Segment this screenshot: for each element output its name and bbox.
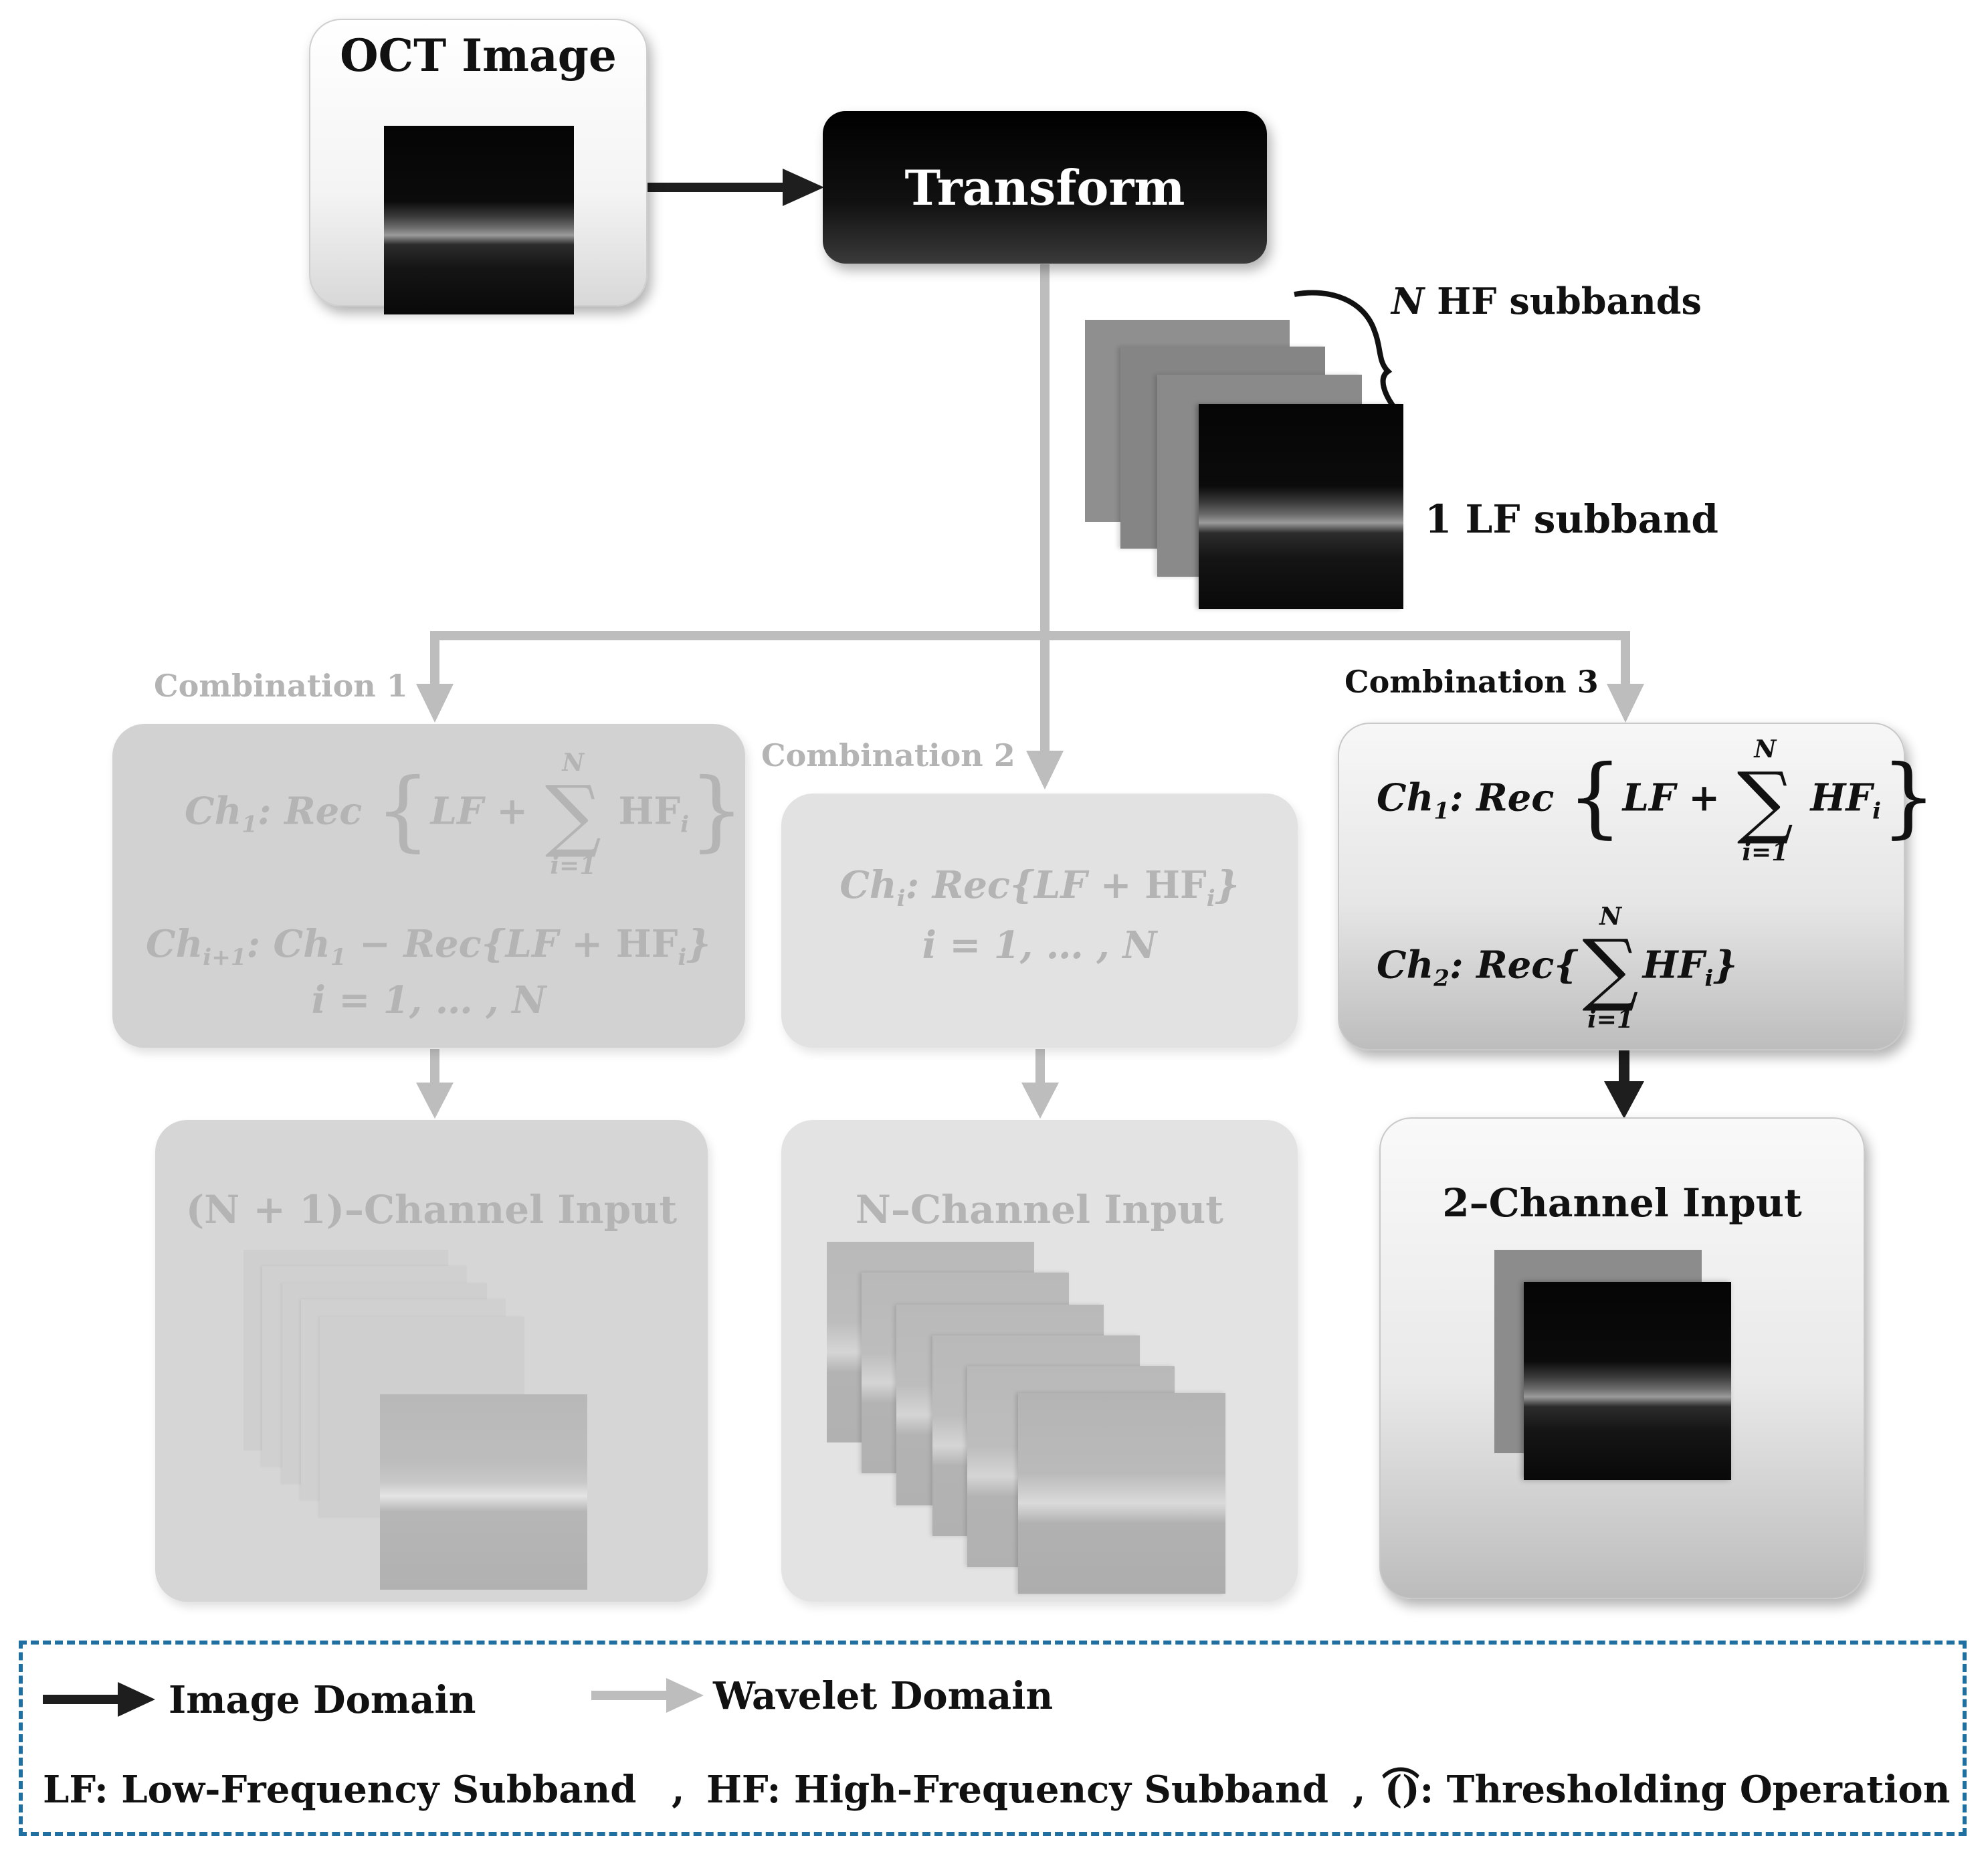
comb2-rec: Rec [932,863,1010,907]
comb3-ch1: Ch [1377,775,1434,820]
legend-separator-2: , [1353,1768,1366,1812]
comb1-lf: LF [430,789,484,834]
arrowhead-combination-1 [416,684,454,723]
output-2-label: N–Channel Input [855,1187,1224,1232]
comb1-chi1: Ch [146,922,203,966]
comb3-ch2: Ch [1377,943,1434,988]
hf-subbands-label: N HF subbands [1391,280,1702,322]
hf-subbands-brace [1294,290,1397,410]
arrowhead-combination-2 [1026,751,1064,789]
oct-scan-image [384,126,574,314]
comb3-rec: Rec [1476,775,1555,820]
combination-3-label: Combination 3 [1345,664,1599,700]
arrowhead-combination-3 [1607,684,1644,723]
arrowhead-oct-to-transform [783,169,824,206]
combination-3-box: Ch1: Rec {LF + N∑i=1 HFi} Ch2: Rec{N∑i=1… [1338,723,1936,1050]
legend-box: Image Domain Wavelet Domain LF: Low-Freq… [19,1641,1967,1836]
legend-hf-definition: HF: High-Frequency Subband [706,1768,1329,1812]
legend-threshold-definition: ): Thresholding Operation [1402,1768,1951,1812]
oct-image-title: OCT Image [340,29,617,82]
comb2-lf: LF [1034,863,1088,907]
comb1-range: i = 1, … , N [311,978,546,1022]
hf-subbands-var: N [1391,280,1425,322]
transform-label: Transform [904,159,1185,216]
output-3-box: 2–Channel Input [1379,1117,1865,1599]
comb2-hf: HF [1145,863,1207,907]
comb2-eq-line1: Chi: Rec{LF + HFi} [839,863,1239,912]
legend-image-domain-arrow [43,1682,155,1717]
output-2-stack-image [1018,1393,1225,1594]
combination-2-label: Combination 2 [761,737,1015,773]
output-1-box: (N + 1)–Channel Input [155,1120,708,1602]
comb1-ch1: Ch [185,789,242,834]
hf-subbands-text: HF subbands [1424,280,1702,322]
oct-image-box: OCT Image [309,19,648,314]
comb2-chi: Ch [839,863,897,907]
comb1-hf: HF [618,789,681,834]
comb3-eq-line1: Ch1: Rec {LF + N∑i=1 HFi} [1377,735,1936,866]
legend-separator-1: , [672,1768,685,1812]
arrowhead-comb3-output [1604,1081,1644,1119]
arrowhead-comb1-output [416,1083,454,1119]
legend-lf-definition: LF: Low-Frequency Subband [43,1768,637,1812]
output-1-label: (N + 1)–Channel Input [185,1187,678,1232]
legend-image-domain: Image Domain [169,1678,476,1722]
comb3-hf: HF [1810,775,1873,820]
output-1-stack-image [380,1394,587,1590]
comb1-eq-line1: Ch1: Rec {LF + N∑i=1 HFi} [185,749,744,880]
comb3-lf: LF [1622,775,1676,820]
output-3-label: 2–Channel Input [1442,1180,1802,1226]
output-2-box: N–Channel Input [781,1120,1298,1602]
lf-subband-image [1199,404,1403,609]
arrowhead-comb2-output [1021,1083,1059,1119]
combination-2-box: Chi: Rec{LF + HFi} i = 1, … , N [781,794,1298,1048]
output-3-stack-image [1524,1282,1731,1480]
combination-1-label: Combination 1 [154,668,408,704]
legend-wavelet-domain-arrow [591,1678,704,1713]
legend-wavelet-domain: Wavelet Domain [713,1674,1054,1718]
combination-1-box: Ch1: Rec {LF + N∑i=1 HFi} Chi+1: Ch1 − R… [112,724,745,1048]
comb2-range: i = 1, … , N [922,923,1157,967]
comb1-eq-line2: Chi+1: Ch1 − Rec{LF + HFi} [146,922,711,971]
transform-box: Transform [823,111,1267,264]
legend-threshold-symbol: (⌒ [1382,1765,1419,1812]
lf-subband-label: 1 LF subband [1425,496,1718,542]
comb1-rec: Rec [284,789,363,834]
